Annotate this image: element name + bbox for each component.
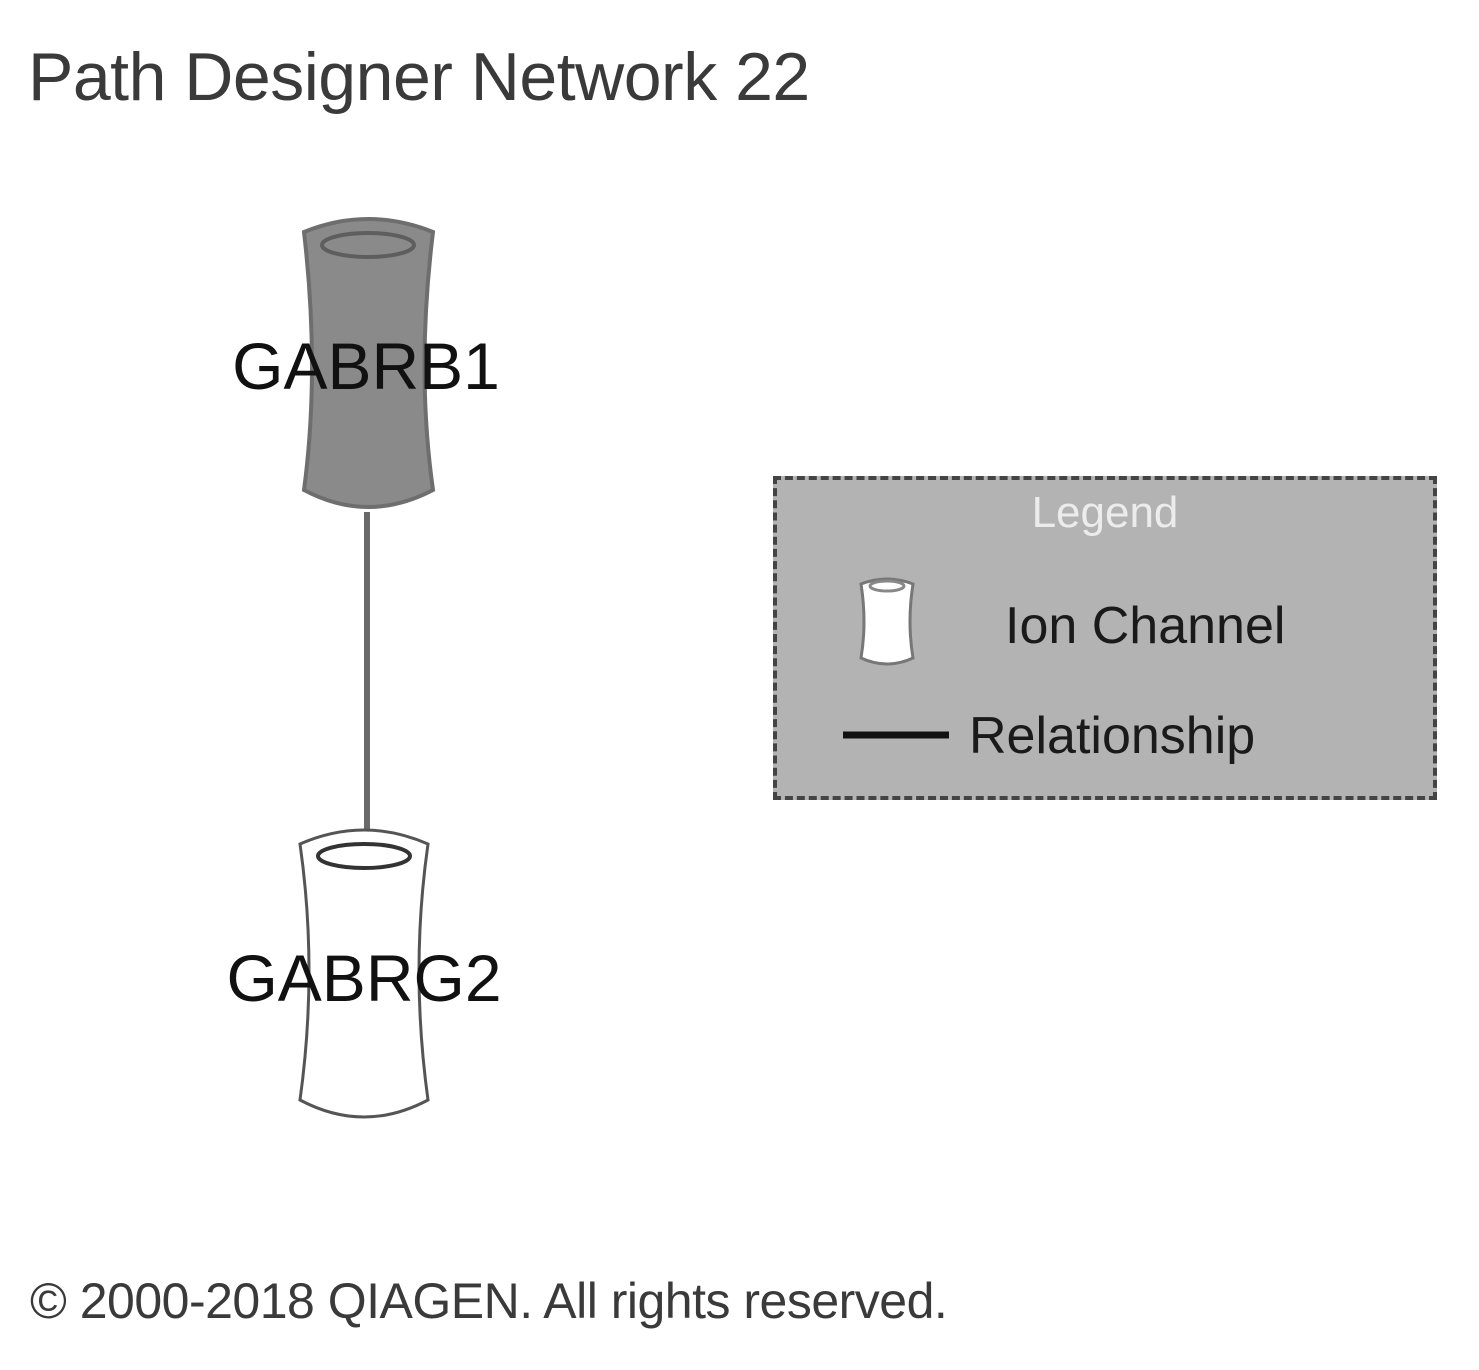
legend-label-relationship: Relationship [969, 707, 1256, 765]
node-label-gabrb1: GABRB1 [232, 329, 500, 403]
node-gabrb1-ion-channel[interactable] [301, 217, 436, 509]
page-title: Path Designer Network 22 [28, 39, 810, 115]
legend-title: Legend [1031, 488, 1179, 537]
legend-box: Legend Ion Channel Relationship [773, 476, 1437, 800]
ion-channel-icon [859, 577, 915, 666]
node-gabrg2-ion-channel[interactable] [298, 828, 430, 1119]
legend-label-ion-channel: Ion Channel [1005, 597, 1286, 655]
relationship-line-icon [843, 731, 949, 739]
node-label-gabrg2: GABRG2 [226, 941, 502, 1015]
copyright-notice: © 2000-2018 QIAGEN. All rights reserved. [30, 1273, 948, 1329]
